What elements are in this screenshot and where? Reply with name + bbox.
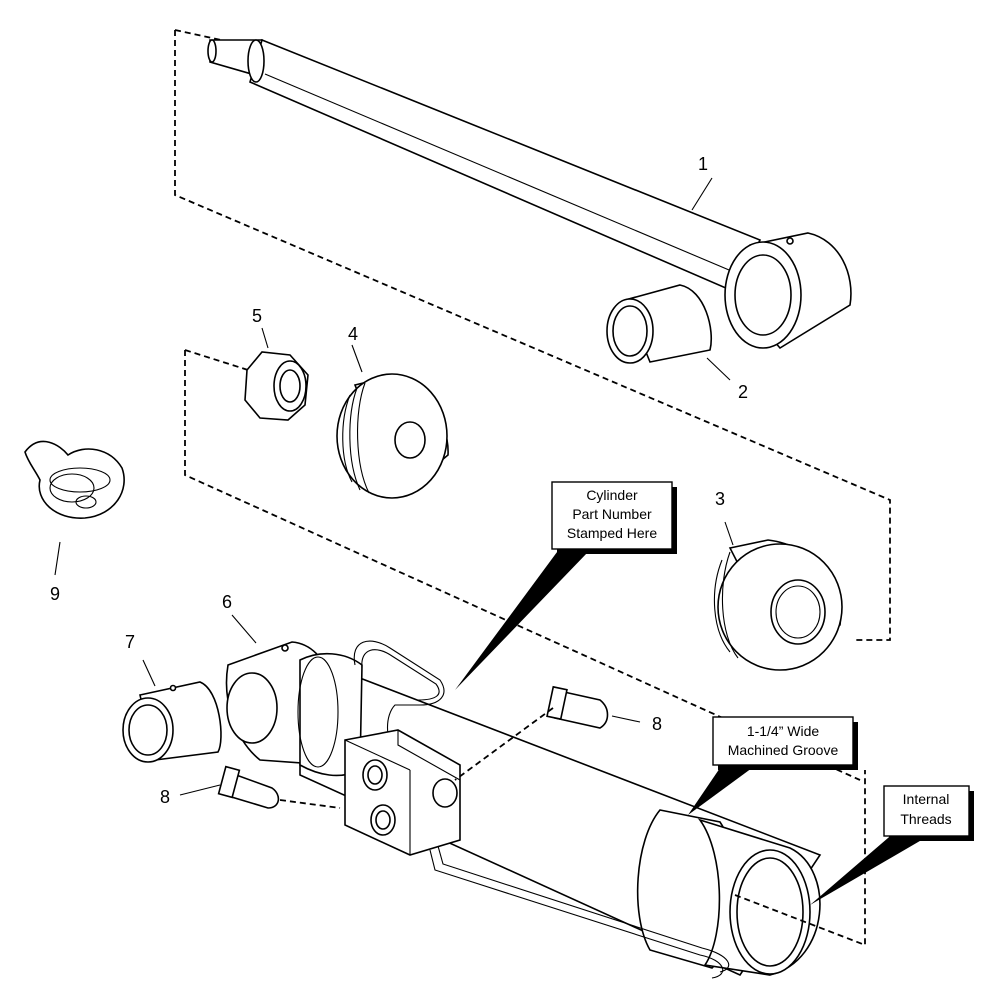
leader-8-lower <box>179 784 221 796</box>
leader-3 <box>724 521 734 546</box>
piston-groove-2 <box>349 387 361 491</box>
callout-groove-line-2: Machined Groove <box>728 742 839 758</box>
leader-2 <box>706 357 731 381</box>
piston-face <box>336 373 448 499</box>
part-number-8-upper: 8 <box>652 714 662 734</box>
part-number-1: 1 <box>698 154 708 174</box>
leader-4 <box>351 344 363 373</box>
fitting-lower-dashed-guide <box>279 799 341 809</box>
piston-dashed-guide <box>184 350 861 781</box>
gland-groove-1 <box>713 559 731 653</box>
port-side <box>432 778 458 808</box>
rod-tip-end <box>207 39 217 63</box>
barrel-neck-ring <box>297 656 339 768</box>
seal-oring-1 <box>49 467 111 493</box>
hydraulic-tube-upper-inner <box>361 649 440 701</box>
nut-bore <box>279 369 301 403</box>
fitting-upper: 8 <box>454 685 662 781</box>
piston: 4 <box>336 324 449 499</box>
callout-threads-line-1: Internal <box>903 791 950 807</box>
piston-dashed-guide-top <box>184 349 249 371</box>
piston-groove-1 <box>342 394 353 483</box>
fitting-lower-hex <box>217 765 241 799</box>
rod-eye-bore <box>734 254 792 336</box>
barrel-dashed-guide <box>734 770 866 947</box>
callout-threads-line-2: Threads <box>900 811 951 827</box>
part-number-5: 5 <box>252 306 262 326</box>
fitting-lower-body <box>224 770 280 809</box>
gland-groove-2 <box>721 551 739 659</box>
callout-part-number-line-3: Stamped Here <box>567 525 657 541</box>
base-bushing-hole <box>169 684 177 692</box>
part-number-8-lower: 8 <box>160 787 170 807</box>
callout-part-number-line-1: Cylinder <box>586 487 638 503</box>
hydraulic-tube-lower-inner <box>437 845 730 973</box>
rod-grease-hole <box>786 237 794 245</box>
gland-thread-inner <box>775 585 821 639</box>
rod-highlight <box>264 73 749 279</box>
gland: 3 <box>713 489 843 671</box>
barrel-end-bore <box>736 857 804 967</box>
rod-shaft-end <box>247 39 265 83</box>
rod-assembly: 1 <box>174 29 891 641</box>
callout-part-number-box <box>551 481 673 550</box>
barrel-clevis-bore <box>226 672 278 744</box>
callout-groove-box <box>712 716 854 766</box>
port-block-front-edge <box>344 739 411 771</box>
leader-8-upper <box>611 715 641 723</box>
gland-thread-bore <box>770 579 826 645</box>
part-number-9: 9 <box>50 584 60 604</box>
leader-6 <box>231 614 257 644</box>
callout-groove: 1-1/4” Wide Machined Groove <box>688 716 858 815</box>
part-number-6: 6 <box>222 592 232 612</box>
port-upper-inner <box>367 765 383 785</box>
barrel: 6 <box>222 592 822 979</box>
rod-dashed-guide <box>174 30 891 641</box>
leader-9 <box>54 541 61 576</box>
callout-groove-line-1: 1-1/4” Wide <box>747 723 820 739</box>
fitting-upper-hex <box>546 685 568 721</box>
callout-groove-pointer <box>688 765 752 815</box>
barrel-clevis-hole <box>281 644 289 652</box>
leader-7 <box>142 659 156 687</box>
callout-part-number-line-2: Part Number <box>572 506 652 522</box>
rod-bushing: 2 <box>606 284 748 402</box>
part-number-3: 3 <box>715 489 725 509</box>
callout-threads-pointer <box>810 832 925 905</box>
callout-threads-box <box>883 785 970 837</box>
port-block-edge <box>397 730 461 781</box>
seal-kit: 9 <box>24 440 125 604</box>
hydraulic-tube-upper <box>353 640 445 751</box>
seal-oring-3 <box>75 495 97 509</box>
fitting-upper-body <box>554 689 609 729</box>
base-bushing: 7 <box>122 632 222 763</box>
hydraulic-tube-lower <box>429 849 724 979</box>
seal-oring-2 <box>49 473 95 503</box>
callout-threads: Internal Threads <box>810 785 974 905</box>
rod-bushing-bore <box>612 305 648 357</box>
fitting-upper-dashed-guide <box>454 707 554 781</box>
port-lower-inner <box>375 810 391 830</box>
leader-5 <box>261 327 269 349</box>
fitting-lower: 8 <box>160 765 341 809</box>
piston-groove-3 <box>356 382 370 494</box>
rod-shaft <box>249 38 762 294</box>
callout-part-number-pointer <box>455 548 588 690</box>
leader-1 <box>691 177 713 211</box>
base-bushing-bore <box>128 704 168 756</box>
piston-bore <box>394 421 426 459</box>
part-number-4: 4 <box>348 324 358 344</box>
nut: 5 <box>244 306 309 421</box>
seal-kit-bag <box>24 440 125 519</box>
part-number-2: 2 <box>738 382 748 402</box>
part-number-7: 7 <box>125 632 135 652</box>
callout-part-number: Cylinder Part Number Stamped Here <box>455 481 677 690</box>
